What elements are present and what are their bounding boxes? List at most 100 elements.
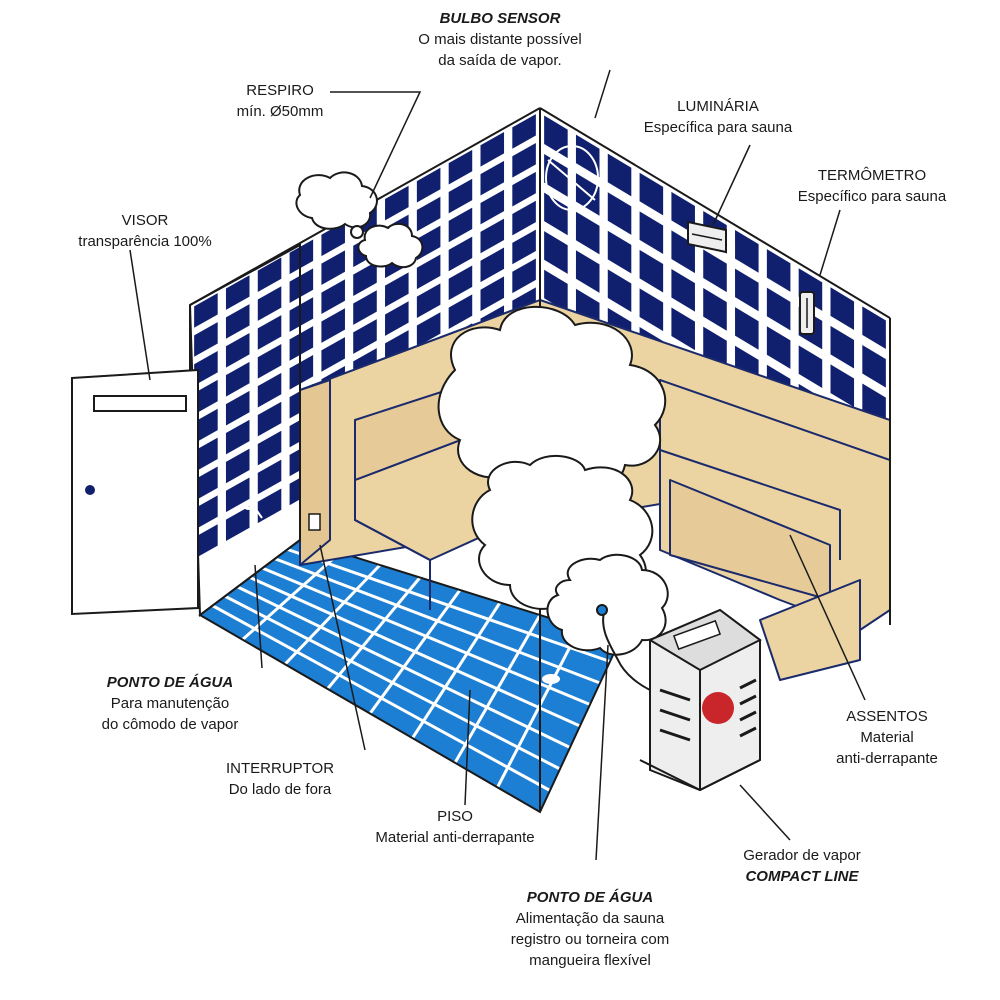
wall-tile bbox=[607, 153, 632, 197]
door-icon bbox=[71, 368, 199, 616]
label-line: registro ou torneira com bbox=[510, 931, 670, 948]
label-termometro: TERMÔMETRO Específico para sauna bbox=[772, 165, 972, 207]
label-title: BULBO SENSOR bbox=[439, 10, 561, 27]
wall-tile bbox=[480, 247, 505, 283]
wall-tile bbox=[735, 307, 759, 350]
wall-tile bbox=[639, 172, 664, 216]
wall-tile bbox=[512, 229, 536, 265]
wall-tile bbox=[480, 160, 505, 196]
wall-tile bbox=[353, 290, 377, 325]
water-supply-hose bbox=[596, 604, 651, 691]
wall-tile bbox=[575, 250, 600, 293]
generator-logo bbox=[702, 692, 734, 724]
wall-tile bbox=[385, 301, 409, 336]
wall-tile bbox=[353, 319, 377, 354]
wall-tile bbox=[544, 269, 568, 313]
door-handle bbox=[85, 485, 95, 495]
wall-tile bbox=[448, 207, 473, 243]
wall-tile bbox=[385, 185, 409, 221]
wall-tile bbox=[448, 178, 473, 214]
label-line: anti-derrapante bbox=[836, 750, 938, 767]
wall-tile bbox=[480, 218, 505, 254]
wall-tile bbox=[544, 231, 568, 274]
wall-tile bbox=[830, 287, 855, 330]
wall-tile bbox=[448, 294, 473, 329]
label-line: Do lado de fora bbox=[228, 781, 332, 798]
wall-tile bbox=[671, 307, 695, 351]
label-bulbo-sensor: BULBO SENSOR O mais distante possível da… bbox=[385, 8, 615, 71]
wall-tile bbox=[194, 437, 218, 473]
steam-generator-icon bbox=[639, 608, 762, 792]
label-gerador: Gerador de vapor COMPACT LINE bbox=[712, 845, 892, 887]
wall-tile bbox=[703, 249, 727, 293]
wall-tile bbox=[194, 379, 218, 415]
label-ponto-de-agua-alimentacao: PONTO DE ÁGUA Alimentação da sauna regis… bbox=[480, 887, 700, 971]
wall-tile bbox=[194, 293, 218, 328]
wall-tile bbox=[416, 167, 441, 203]
wall-tile bbox=[257, 257, 282, 292]
wall-tile bbox=[225, 390, 250, 426]
label-piso: PISO Material anti-derrapante bbox=[345, 806, 565, 848]
label-line: Específica para sauna bbox=[643, 119, 793, 136]
wall-tile bbox=[225, 275, 250, 310]
label-title: ASSENTOS bbox=[846, 708, 928, 725]
switch-icon bbox=[308, 513, 321, 531]
wall-tile bbox=[225, 333, 250, 368]
wall-tile bbox=[257, 315, 282, 350]
wall-tile bbox=[321, 221, 345, 257]
wall-tile bbox=[639, 249, 664, 293]
wall-tile bbox=[289, 268, 314, 303]
floor-grout-line bbox=[496, 626, 582, 789]
wall-tile bbox=[862, 306, 886, 350]
floor-grout-line bbox=[261, 566, 591, 706]
light-fixture-icon bbox=[687, 220, 727, 254]
wall-tile bbox=[512, 258, 536, 294]
wall-tile bbox=[321, 250, 345, 286]
wall-tile bbox=[735, 268, 759, 312]
label-title: PONTO DE ÁGUA bbox=[526, 889, 654, 906]
label-luminaria: LUMINÁRIA Específica para sauna bbox=[608, 96, 828, 138]
wall-tile bbox=[257, 430, 282, 466]
wall-tile bbox=[735, 230, 759, 273]
label-line: mín. Ø50mm bbox=[236, 103, 324, 120]
wall-tile bbox=[607, 192, 632, 235]
wall-tile bbox=[257, 459, 282, 495]
wall-tile bbox=[289, 297, 314, 332]
wall-tile bbox=[766, 249, 791, 292]
wall-tile bbox=[544, 154, 568, 197]
wall-tile bbox=[225, 304, 250, 339]
floor-grout-line bbox=[287, 547, 611, 663]
wall-tile bbox=[512, 142, 536, 178]
wall-tile bbox=[416, 254, 441, 290]
wall-tile bbox=[703, 288, 727, 331]
label-title: PISO bbox=[437, 808, 473, 825]
wall-tile bbox=[321, 337, 345, 372]
wall-tile bbox=[798, 345, 823, 388]
wall-tile bbox=[575, 211, 600, 255]
label-line: transparência 100% bbox=[78, 233, 212, 250]
wall-tile bbox=[607, 269, 632, 313]
steam-cloud-icon bbox=[295, 171, 669, 656]
label-line: Material bbox=[860, 729, 914, 746]
wall-tile bbox=[194, 466, 218, 502]
wall-tile bbox=[194, 495, 218, 531]
wall-tile bbox=[385, 272, 409, 308]
wall-tile bbox=[416, 312, 441, 347]
wall-tile bbox=[480, 276, 505, 312]
label-ponto-de-agua-manutencao: PONTO DE ÁGUA Para manutenção do cômodo … bbox=[80, 672, 260, 735]
wall-tile bbox=[766, 326, 791, 369]
label-line: Material anti-derrapante bbox=[375, 829, 535, 846]
wall-tile bbox=[607, 230, 632, 274]
wall-tile bbox=[257, 344, 282, 379]
wall-tile bbox=[639, 288, 664, 332]
wall-tile bbox=[289, 239, 314, 275]
floor bbox=[198, 538, 622, 814]
wall-tile bbox=[194, 350, 218, 386]
wall-tile bbox=[194, 524, 218, 559]
wall-tile bbox=[321, 308, 345, 343]
label-title: VISOR bbox=[121, 212, 169, 229]
wall-tile bbox=[225, 361, 250, 397]
wall-tile bbox=[639, 211, 664, 254]
sensor-bulb-icon bbox=[545, 145, 599, 211]
